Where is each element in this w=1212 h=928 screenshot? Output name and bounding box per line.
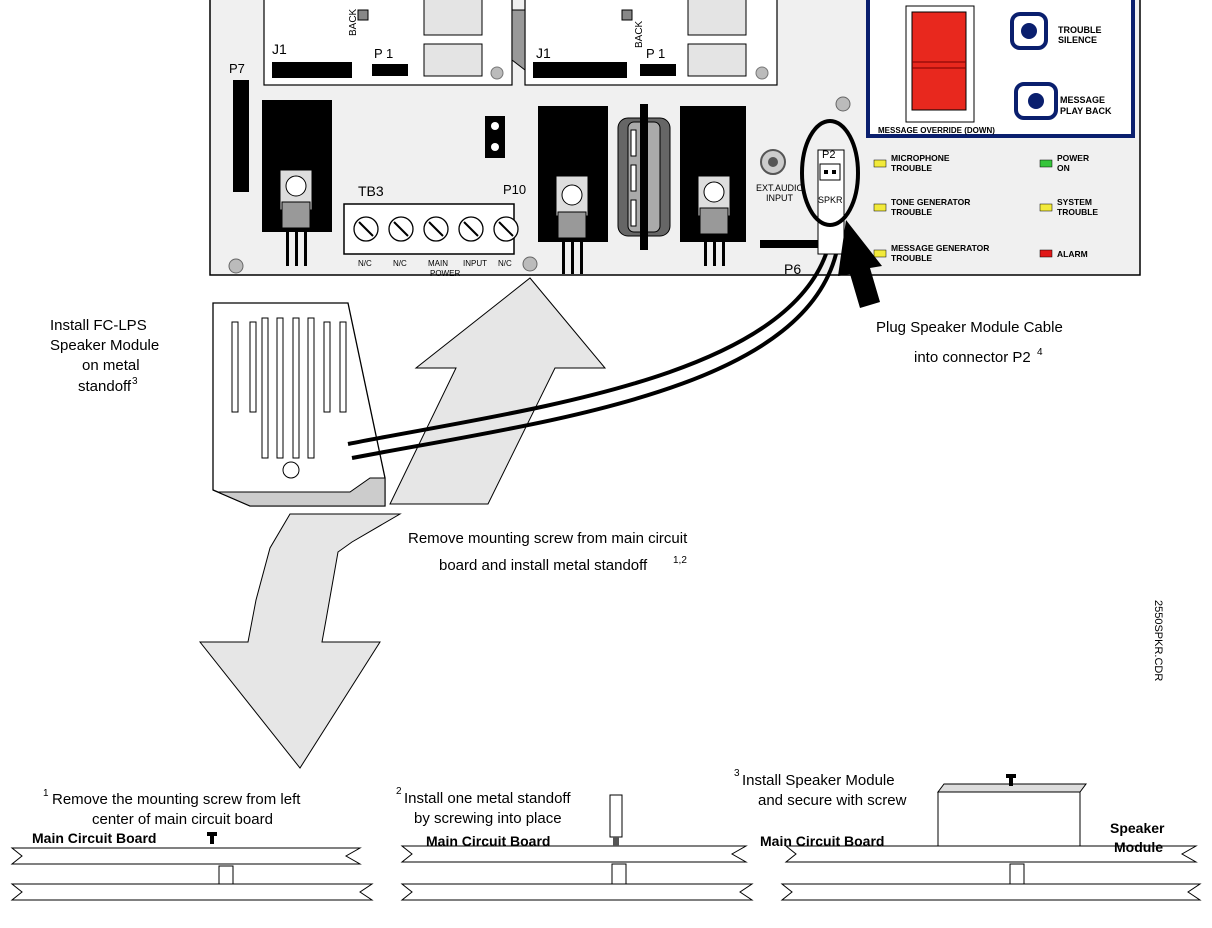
plug-caption-sup: 4 [1037, 347, 1043, 358]
module-label: Module [1114, 839, 1163, 855]
detail-board-3 [780, 774, 1202, 901]
led-label: MICROPHONE [891, 153, 950, 163]
speaker-module [212, 302, 386, 507]
status-led [1039, 203, 1053, 212]
led-label: ON [1057, 163, 1070, 173]
spkr-label: SPKR [818, 195, 843, 205]
plug-cable-arrow [838, 220, 882, 308]
board-label: Main Circuit Board [32, 830, 156, 846]
step-caption: center of main circuit board [92, 811, 273, 828]
status-led [873, 249, 887, 258]
captions: Install FC-LPS Speaker Module on metal s… [50, 317, 1164, 681]
j1-label: J1 [536, 45, 551, 61]
led-label: TROUBLE [891, 163, 932, 173]
message-playback-label: MESSAGE [1060, 95, 1105, 105]
board-label: Main Circuit Board [426, 833, 550, 849]
led-label: SYSTEM [1057, 197, 1092, 207]
speaker-label: Speaker [1110, 820, 1165, 836]
detail-down-arrow [198, 513, 402, 769]
p6-label: P6 [784, 261, 801, 277]
screw-icon [207, 832, 217, 844]
tb3-terminal-label: N/C [393, 259, 407, 268]
plug-caption: into connector P2 [914, 349, 1031, 366]
step-number: 2 [396, 786, 402, 797]
led-label: POWER [1057, 153, 1089, 163]
status-led [873, 159, 887, 168]
transformer [617, 104, 671, 250]
detail-board-2 [400, 794, 754, 901]
p2-connector [800, 119, 860, 255]
p1-label: P 1 [374, 46, 393, 61]
step-caption: Remove the mounting screw from left [52, 791, 301, 808]
install-caption-sup: 3 [132, 376, 138, 387]
plug-caption: Plug Speaker Module Cable [876, 319, 1063, 336]
board-labels: J1 P 1 J1 P 1 BACK BACK P7 TB3 P10 P6 P2… [229, 8, 843, 278]
p1-label: P 1 [646, 46, 665, 61]
step-number: 3 [734, 768, 740, 779]
tb3-terminal-block [343, 203, 519, 255]
message-playback-label: PLAY BACK [1060, 106, 1112, 116]
step-caption: Install one metal standoff [404, 790, 571, 807]
standoff-hole-center [522, 256, 538, 272]
led-label: TONE GENERATOR [891, 197, 970, 207]
ext-audio-label: INPUT [766, 193, 794, 203]
message-override-switch[interactable] [911, 11, 967, 111]
back-label: BACK [634, 20, 645, 48]
tb3-label: TB3 [358, 183, 384, 199]
remove-caption: board and install metal standoff [439, 557, 648, 574]
metal-standoff [609, 794, 623, 838]
screw-icon [1006, 774, 1016, 786]
standoff-hole [228, 258, 244, 274]
p10-label: P10 [503, 182, 526, 197]
back-label: BACK [348, 8, 359, 36]
trouble-silence-label: SILENCE [1058, 35, 1097, 45]
remove-caption: Remove mounting screw from main circuit [408, 530, 688, 547]
relay-left [262, 100, 332, 266]
trouble-silence-label: TROUBLE [1058, 25, 1102, 35]
step-number: 1 [43, 788, 49, 799]
install-caption: on metal [82, 357, 140, 374]
install-caption: standoff [78, 378, 132, 395]
step-captions: 1 Remove the mounting screw from left ce… [32, 768, 1165, 855]
p2-label: P2 [822, 149, 835, 161]
led-label: TROUBLE [1057, 207, 1098, 217]
install-caption: Speaker Module [50, 337, 159, 354]
install-standoff-arrow [389, 277, 607, 505]
status-led [873, 203, 887, 212]
tb3-terminal-label: INPUT [463, 259, 487, 268]
override-label: MESSAGE OVERRIDE (DOWN) [878, 126, 995, 135]
p7-label: P7 [229, 61, 245, 76]
status-led [1039, 249, 1053, 258]
step-caption: and secure with screw [758, 792, 907, 809]
standoff-hole [835, 96, 851, 112]
message-playback-button[interactable] [1014, 82, 1058, 120]
speaker-cable [347, 253, 838, 460]
panel-labels: TROUBLE SILENCE MESSAGE PLAY BACK MESSAG… [878, 25, 1112, 135]
speaker-module-block [937, 791, 1081, 847]
detail-board-1 [10, 832, 374, 901]
board-label: Main Circuit Board [760, 833, 884, 849]
tb3-power-label: POWER [430, 269, 460, 278]
led-label: ALARM [1057, 249, 1088, 259]
trouble-silence-button[interactable] [1010, 12, 1048, 50]
led-label: TROUBLE [891, 253, 932, 263]
led-label: TROUBLE [891, 207, 932, 217]
tb3-terminal-label: N/C [498, 259, 512, 268]
file-id-label: 2550SPKR.CDR [1152, 600, 1164, 681]
j1-label: J1 [272, 41, 287, 57]
status-led [1039, 159, 1053, 168]
ext-audio-label: EXT.AUDIO [756, 183, 804, 193]
tb3-terminal-label: MAIN [428, 259, 448, 268]
tb3-terminal-label: N/C [358, 259, 372, 268]
led-label: MESSAGE GENERATOR [891, 243, 989, 253]
relay-mid-left [538, 106, 608, 274]
remove-caption-sup: 1,2 [673, 555, 687, 566]
relay-mid-right [680, 106, 746, 266]
step-caption: by screwing into place [414, 810, 562, 827]
install-caption: Install FC-LPS [50, 317, 147, 334]
step-caption: Install Speaker Module [742, 772, 895, 789]
